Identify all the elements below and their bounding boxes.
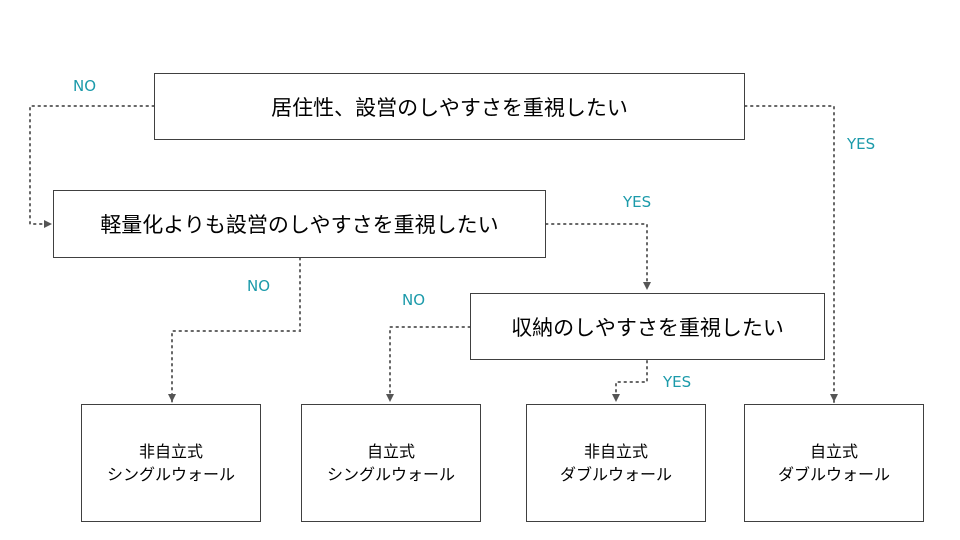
- result-line1: 自立式: [809, 442, 858, 461]
- result-line2: シングルウォール: [106, 465, 235, 484]
- question-text: 居住性、設営のしやすさを重視したい: [271, 95, 628, 120]
- question-box-setup-over-weight: 軽量化よりも設営のしやすさを重視したい: [53, 190, 546, 258]
- question-box-storage: 収納のしやすさを重視したい: [470, 293, 825, 360]
- edge-q3-no: [386, 326, 471, 403]
- edge-label-q3-yes: YES: [663, 373, 692, 391]
- question-text: 収納のしやすさを重視したい: [511, 315, 784, 340]
- result-line1: 自立式: [366, 442, 415, 461]
- edge-q2-no: [168, 257, 301, 403]
- result-box-freestanding-single-wall: 自立式 シングルウォール: [301, 404, 481, 522]
- result-line2: ダブルウォール: [559, 465, 672, 484]
- result-box-freestanding-double-wall: 自立式 ダブルウォール: [744, 404, 924, 522]
- question-box-living-comfort: 居住性、設営のしやすさを重視したい: [154, 73, 745, 140]
- result-line1: 非自立式: [138, 442, 203, 461]
- result-box-non-freestanding-double-wall: 非自立式 ダブルウォール: [526, 404, 706, 522]
- edge-label-q1-yes: YES: [847, 135, 876, 153]
- result-box-non-freestanding-single-wall: 非自立式 シングルウォール: [81, 404, 261, 522]
- result-line2: ダブルウォール: [777, 465, 890, 484]
- edge-label-q3-no: NO: [402, 291, 426, 309]
- result-line2: シングルウォール: [326, 465, 455, 484]
- edge-q1-yes: [744, 105, 838, 403]
- result-line1: 非自立式: [583, 442, 648, 461]
- edge-label-q1-no: NO: [73, 77, 97, 95]
- edge-label-q2-yes: YES: [623, 193, 652, 211]
- question-text: 軽量化よりも設営のしやすさを重視したい: [100, 213, 499, 237]
- edge-label-q2-no: NO: [247, 277, 271, 295]
- edge-q3-yes: [612, 360, 648, 403]
- edge-q2-yes: [545, 223, 651, 291]
- edge-q1-no: [29, 105, 155, 228]
